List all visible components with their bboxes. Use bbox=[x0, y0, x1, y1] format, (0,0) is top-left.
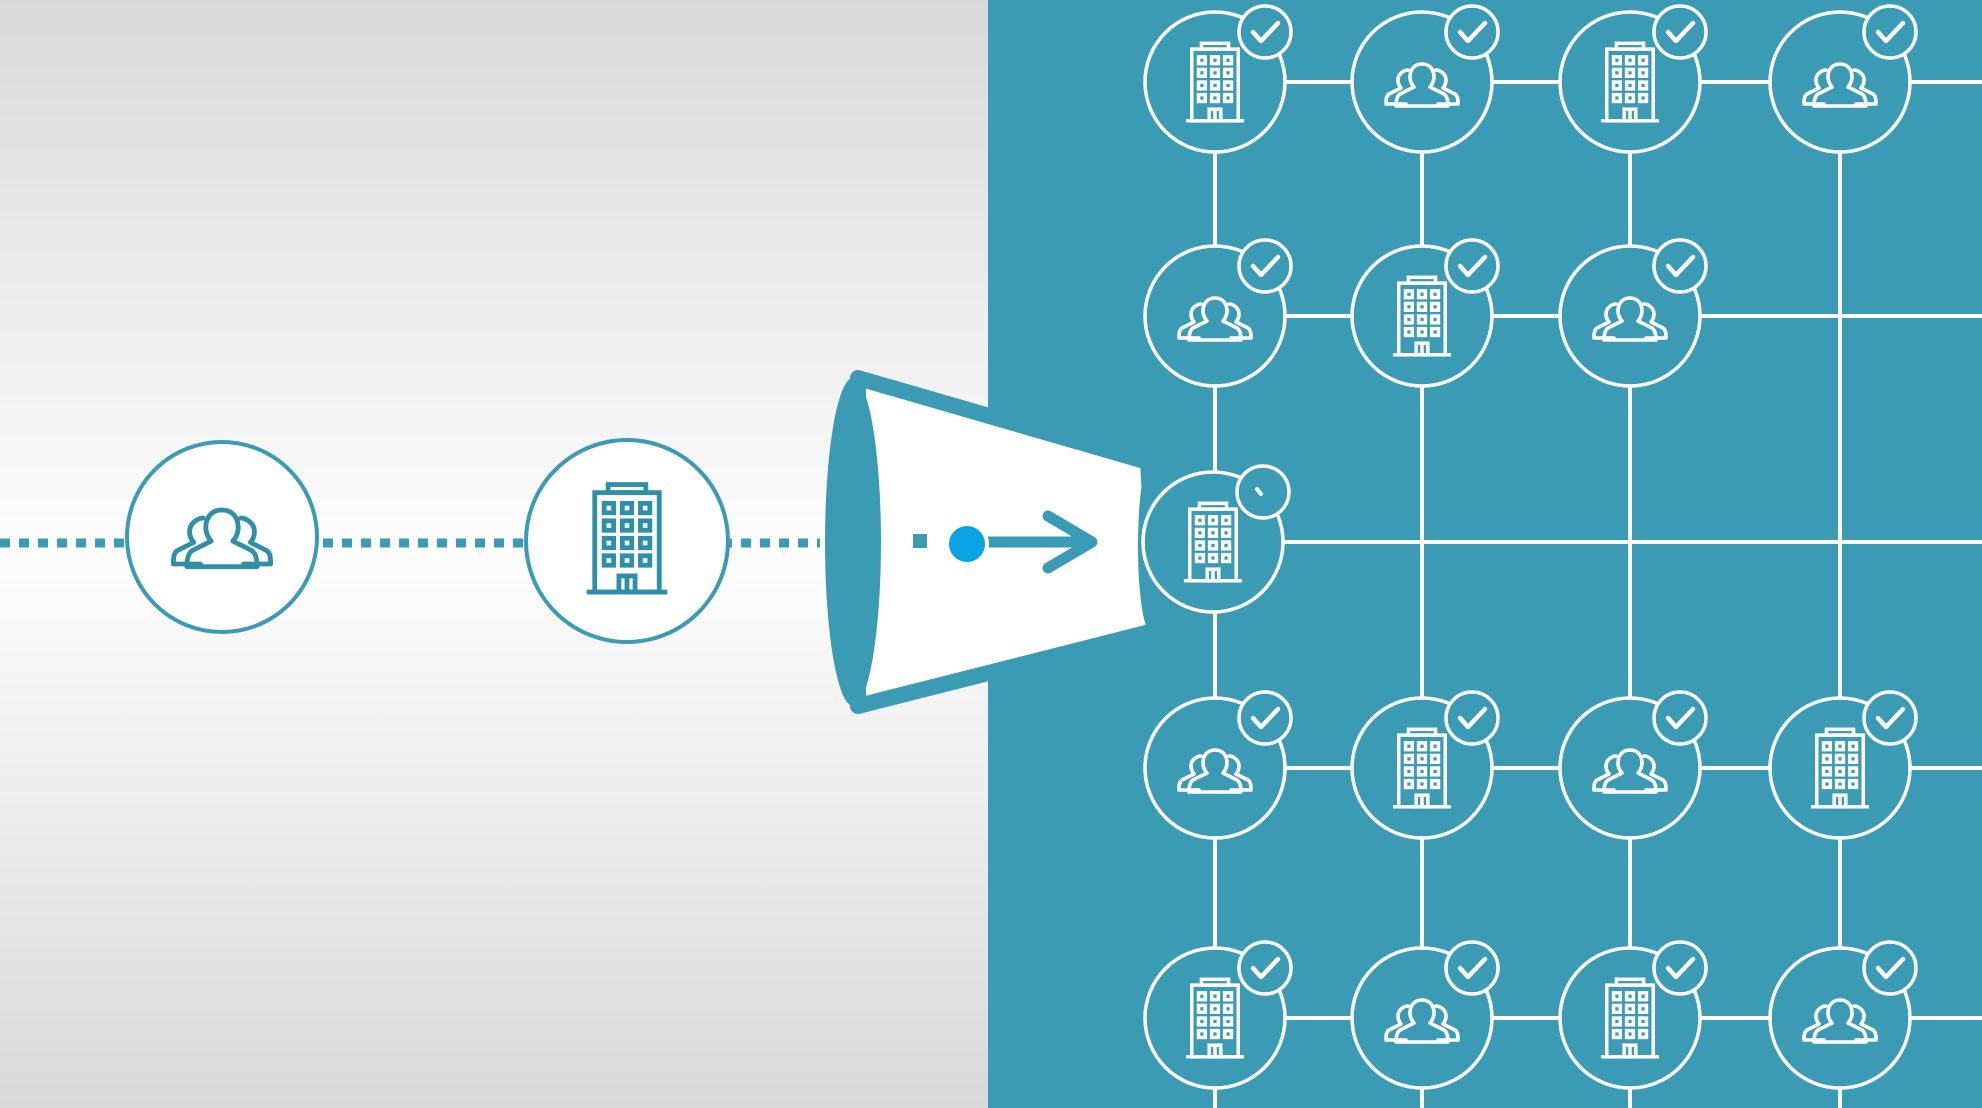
badge-circle bbox=[1237, 4, 1293, 60]
input-node-circle bbox=[125, 440, 319, 634]
network-node-building bbox=[1350, 238, 1500, 388]
input-node-circle bbox=[524, 438, 730, 644]
badge-circle bbox=[1444, 940, 1500, 996]
badge-circle bbox=[1237, 690, 1293, 746]
progress-dot bbox=[945, 522, 989, 566]
badge-circle bbox=[1235, 464, 1291, 520]
check-icon bbox=[1875, 20, 1906, 44]
check-icon bbox=[1665, 706, 1696, 730]
check-badge bbox=[1862, 4, 1918, 60]
check-badge bbox=[1652, 690, 1708, 746]
check-badge bbox=[1444, 940, 1500, 996]
pending-badge bbox=[1235, 464, 1291, 520]
input-node-people bbox=[125, 440, 319, 634]
arrow-tail-dot bbox=[913, 534, 927, 548]
check-icon bbox=[1665, 956, 1696, 980]
network-node-people bbox=[1350, 4, 1500, 154]
badge-circle bbox=[1652, 4, 1708, 60]
check-badge bbox=[1444, 238, 1500, 294]
badge-circle bbox=[1862, 940, 1918, 996]
check-badge bbox=[1237, 238, 1293, 294]
network-node-building bbox=[1558, 4, 1708, 154]
check-badge bbox=[1862, 690, 1918, 746]
check-icon bbox=[1250, 706, 1281, 730]
check-icon bbox=[1250, 956, 1281, 980]
check-icon bbox=[1457, 254, 1488, 278]
check-icon bbox=[1457, 706, 1488, 730]
network-node-building bbox=[1558, 940, 1708, 1090]
badge-circle bbox=[1444, 690, 1500, 746]
network-node-people bbox=[1558, 690, 1708, 840]
badge-circle bbox=[1237, 238, 1293, 294]
network-node-building bbox=[1141, 464, 1291, 614]
badge-circle bbox=[1862, 4, 1918, 60]
pending-check-icon bbox=[1255, 487, 1263, 496]
check-badge bbox=[1237, 4, 1293, 60]
badge-circle bbox=[1652, 238, 1708, 294]
network-node-people bbox=[1143, 238, 1293, 388]
check-icon bbox=[1665, 254, 1696, 278]
network-node-people bbox=[1558, 238, 1708, 388]
check-badge bbox=[1652, 940, 1708, 996]
check-badge bbox=[1652, 4, 1708, 60]
check-badge bbox=[1444, 4, 1500, 60]
check-icon bbox=[1875, 706, 1906, 730]
badge-circle bbox=[1444, 238, 1500, 294]
badge-circle bbox=[1862, 690, 1918, 746]
network-node-building bbox=[1350, 690, 1500, 840]
badge-circle bbox=[1652, 940, 1708, 996]
arrow-right-icon bbox=[913, 510, 1098, 574]
check-badge bbox=[1652, 238, 1708, 294]
badge-circle bbox=[1237, 940, 1293, 996]
check-badge bbox=[1237, 690, 1293, 746]
check-badge bbox=[1237, 940, 1293, 996]
check-icon bbox=[1665, 20, 1696, 44]
check-icon bbox=[1457, 956, 1488, 980]
badge-circle bbox=[1444, 4, 1500, 60]
input-node-building bbox=[524, 438, 730, 644]
network-node-building bbox=[1143, 940, 1293, 1090]
input-pipeline bbox=[0, 370, 1166, 714]
check-badge bbox=[1444, 690, 1500, 746]
network-node-people bbox=[1768, 4, 1918, 154]
network-nodes bbox=[1141, 4, 1918, 1090]
network-node-building bbox=[1768, 690, 1918, 840]
check-icon bbox=[1250, 20, 1281, 44]
check-badge bbox=[1862, 940, 1918, 996]
network-node-building bbox=[1143, 4, 1293, 154]
network-node-people bbox=[1768, 940, 1918, 1090]
network-node-people bbox=[1350, 940, 1500, 1090]
funnel-mouth bbox=[825, 378, 881, 706]
arrow-head bbox=[1042, 510, 1098, 574]
check-icon bbox=[1875, 956, 1906, 980]
badge-circle bbox=[1652, 690, 1708, 746]
network-node-people bbox=[1143, 690, 1293, 840]
check-icon bbox=[1250, 254, 1281, 278]
check-icon bbox=[1457, 20, 1488, 44]
